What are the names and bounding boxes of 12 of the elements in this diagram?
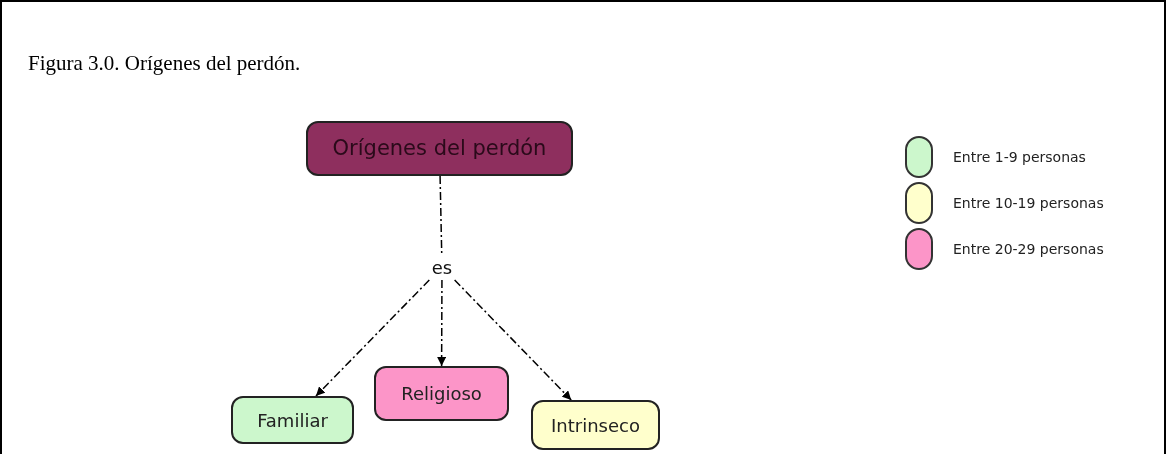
arrow [437, 279, 447, 367]
legend-label: Entre 1-9 personas [953, 147, 1086, 167]
linking-phrase: es [428, 254, 456, 280]
concept-box: Intrinseco [531, 400, 660, 450]
concept-box: Orígenes del perdón [306, 121, 573, 176]
concept-box: Familiar [231, 396, 354, 444]
concept-box: Religioso [374, 366, 509, 421]
arrow [315, 279, 431, 397]
legend-label: Entre 20-29 personas [953, 239, 1104, 259]
arrow [453, 279, 572, 401]
legend-label: Entre 10-19 personas [953, 193, 1104, 213]
figure-title: Figura 3.0. Orígenes del perdón. [28, 50, 301, 77]
